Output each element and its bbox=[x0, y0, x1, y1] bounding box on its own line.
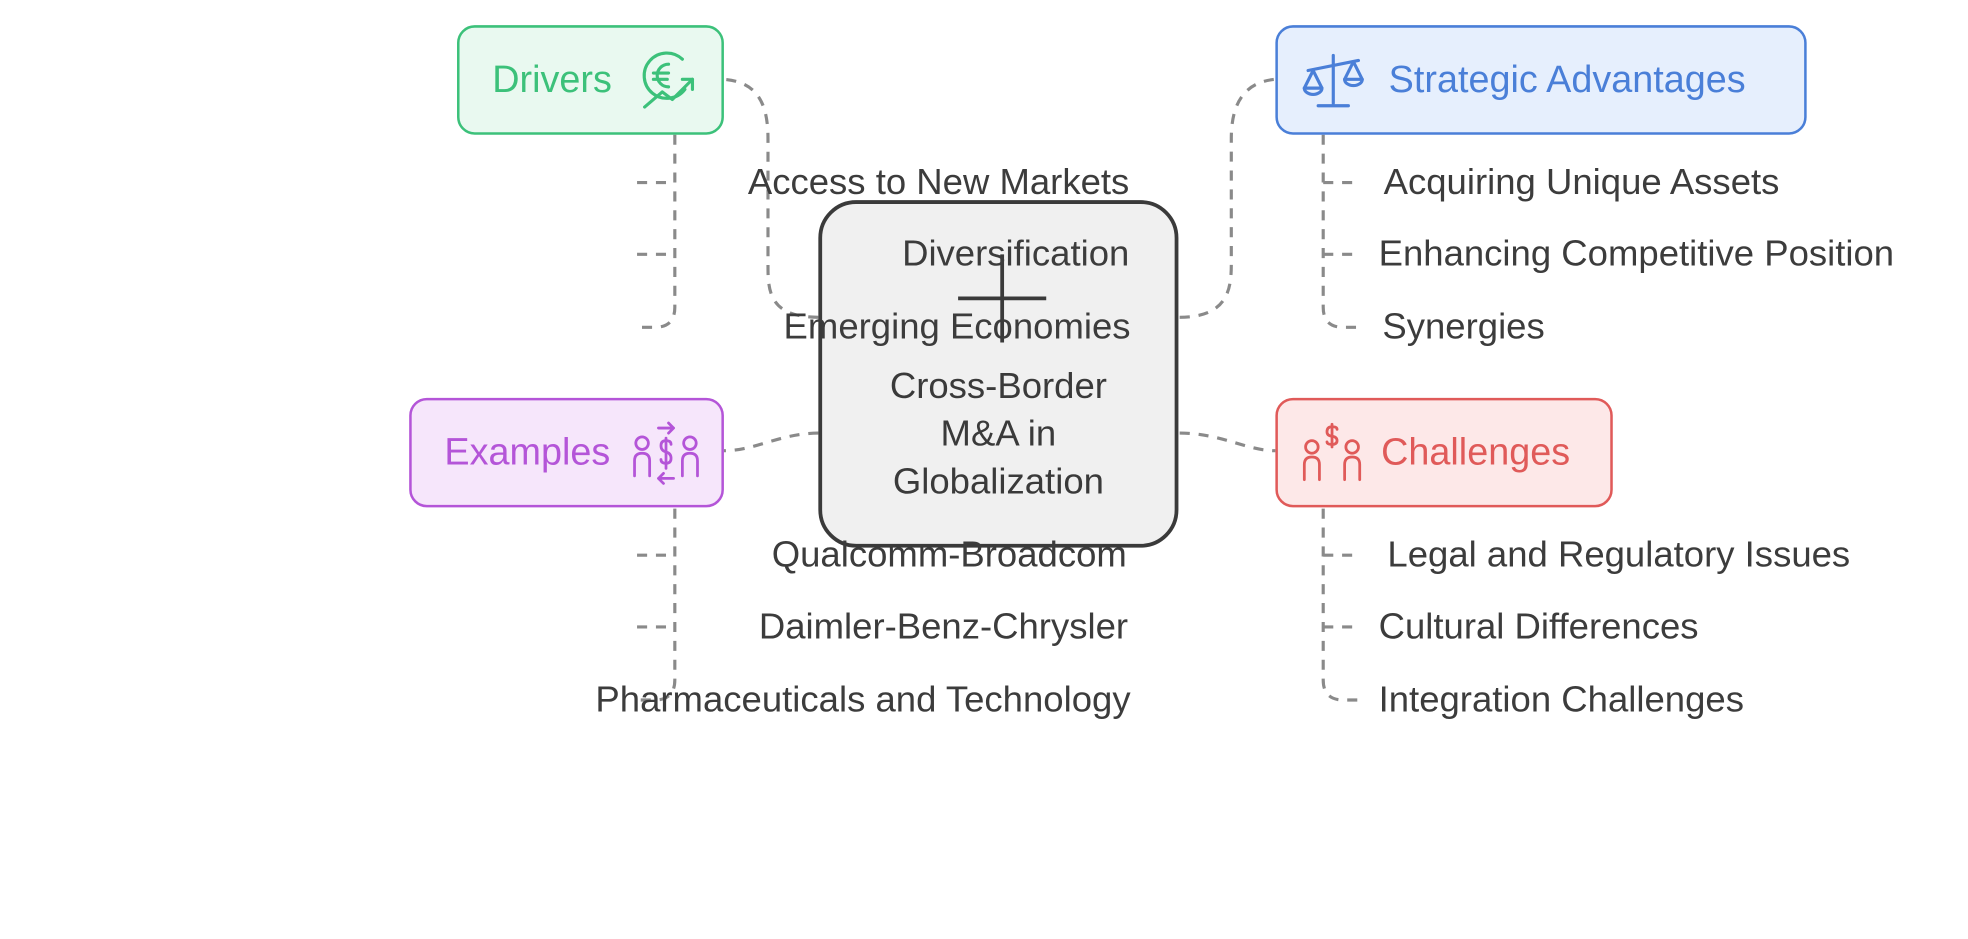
trunk-strategic bbox=[1321, 134, 1361, 329]
strategic-item: Acquiring Unique Assets bbox=[1383, 162, 1780, 203]
drivers-item: Diversification bbox=[902, 234, 1130, 275]
connector-examples bbox=[723, 431, 819, 453]
drivers-label: Drivers bbox=[492, 58, 612, 101]
examples-item: Pharmaceuticals and Technology bbox=[595, 679, 1131, 721]
challenges-box: Challenges bbox=[1275, 397, 1613, 508]
trunk-drivers bbox=[637, 134, 677, 329]
connector-lines bbox=[637, 77, 1361, 702]
strategic-item: Enhancing Competitive Position bbox=[1378, 234, 1895, 275]
examples-item: Daimler-Benz-Chrysler bbox=[758, 606, 1129, 648]
people-exchange-money-icon bbox=[630, 420, 701, 485]
examples-box: Examples bbox=[409, 397, 724, 508]
connector-drivers bbox=[723, 77, 819, 319]
strategic-advantages-box: Strategic Advantages bbox=[1275, 25, 1807, 135]
center-title: Cross-Border M&A in Globalization bbox=[889, 366, 1107, 503]
strategic-item: Synergies bbox=[1382, 307, 1545, 348]
balance-scale-icon bbox=[1301, 47, 1366, 112]
challenges-item: Integration Challenges bbox=[1378, 679, 1744, 721]
people-money-icon bbox=[1301, 421, 1364, 484]
trunk-examples bbox=[637, 508, 677, 702]
strategic-advantages-label: Strategic Advantages bbox=[1388, 58, 1746, 101]
drivers-item: Access to New Markets bbox=[747, 162, 1130, 203]
challenges-label: Challenges bbox=[1381, 431, 1571, 473]
euro-growth-icon bbox=[635, 46, 703, 114]
connector-strategic bbox=[1179, 77, 1276, 319]
examples-item: Qualcomm-Broadcom bbox=[771, 535, 1127, 576]
plus-icon bbox=[958, 254, 1047, 343]
challenges-item: Legal and Regulatory Issues bbox=[1387, 535, 1851, 576]
drivers-item: Emerging Economies bbox=[783, 307, 1131, 348]
trunk-challenges bbox=[1321, 508, 1361, 702]
drivers-box: Drivers bbox=[457, 25, 724, 135]
connector-challenges bbox=[1179, 431, 1276, 453]
challenges-item: Cultural Differences bbox=[1378, 606, 1699, 648]
center-node: Cross-Border M&A in Globalization bbox=[818, 200, 1179, 548]
examples-label: Examples bbox=[444, 431, 611, 473]
